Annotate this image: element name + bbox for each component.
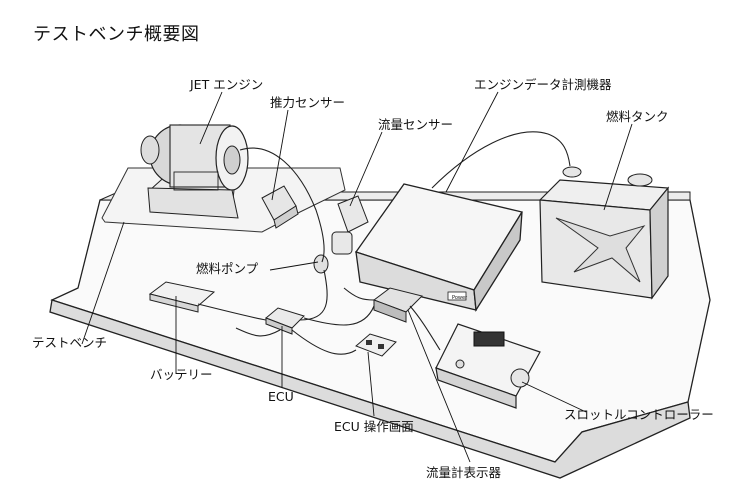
label-flow-display: 流量計表示器 (426, 465, 502, 480)
label-battery: バッテリー (150, 367, 213, 382)
label-thrust-sensor: 推力センサー (270, 95, 346, 110)
diagram-title: テストベンチ概要図 (33, 24, 200, 45)
battery (148, 281, 216, 313)
label-ecu: ECU (268, 389, 294, 404)
engine-data-instrument: Power (354, 183, 524, 312)
label-jet-engine: JET エンジン (190, 77, 264, 92)
label-throttle-controller: スロットルコントローラー (564, 407, 714, 422)
throttle-controller (435, 323, 541, 409)
fuel-pump (313, 254, 329, 274)
thrust-sensor (261, 185, 299, 229)
label-ecu-panel: ECU 操作画面 (334, 419, 414, 434)
ecu-panel (355, 333, 397, 357)
label-engine-data-instrument: エンジンデータ計測機器 (474, 77, 612, 92)
label-flow-sensor: 流量センサー (378, 117, 454, 132)
label-fuel-tank: 燃料タンク (606, 109, 669, 124)
label-test-bench: テストベンチ (32, 335, 108, 350)
cables (197, 131, 571, 355)
flow-sensor (331, 195, 369, 255)
label-fuel-pump: 燃料ポンプ (196, 261, 259, 276)
fuel-tank (538, 166, 670, 300)
jet-engine (140, 124, 249, 219)
ecu-unit (265, 307, 305, 335)
leader-lines (81, 91, 633, 463)
power-label: Power (452, 295, 468, 301)
